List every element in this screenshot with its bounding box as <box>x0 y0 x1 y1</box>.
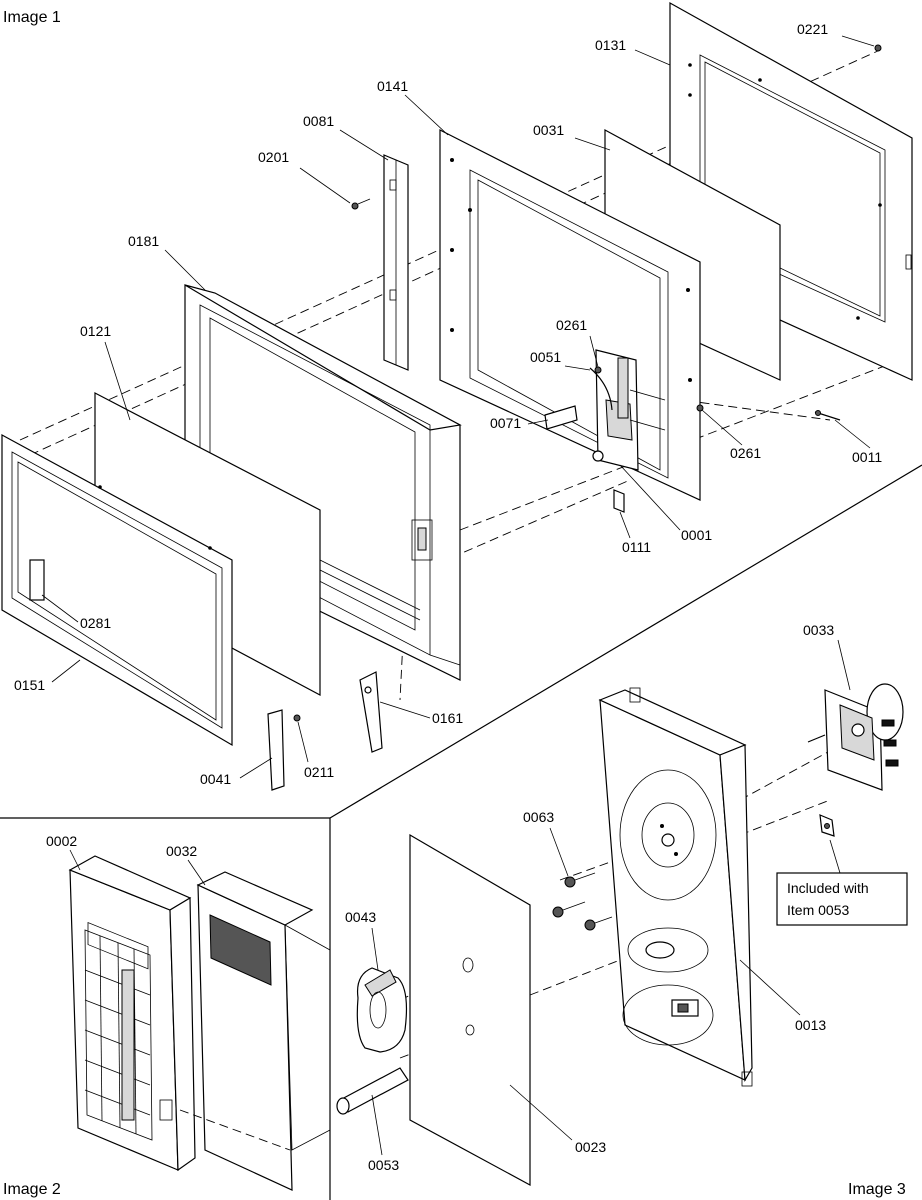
part-0261-screw-upper <box>594 366 602 374</box>
label-0023: 0023 <box>575 1139 606 1155</box>
part-0081-hinge-strip <box>383 154 409 371</box>
part-0071-bracket <box>544 405 578 430</box>
part-0201-screw <box>351 198 371 210</box>
note-box: Included with Item 0053 <box>776 839 908 926</box>
label-0081: 0081 <box>303 113 334 129</box>
label-0051: 0051 <box>530 349 561 365</box>
part-0261-screw-lower <box>696 404 704 412</box>
divider-image3-diagonal <box>329 464 922 819</box>
label-0141: 0141 <box>377 78 408 94</box>
image2-title: Image 2 <box>3 1181 61 1198</box>
part-0043-knob <box>356 967 408 1053</box>
part-0002-control-panel <box>68 855 196 1172</box>
label-0111: 0111 <box>622 539 651 555</box>
keypad-grid <box>84 929 153 1141</box>
part-nut-included <box>819 814 835 837</box>
note-line1: Included with <box>787 880 869 896</box>
image3-title: Image 3 <box>848 1181 906 1198</box>
part-0063-screws <box>552 872 613 931</box>
label-0002: 0002 <box>46 833 77 849</box>
label-0221: 0221 <box>797 21 828 37</box>
part-0053-shaft <box>336 1067 409 1115</box>
label-0063: 0063 <box>523 809 554 825</box>
part-0151-front-frame <box>1 433 233 747</box>
label-0151: 0151 <box>14 677 45 693</box>
label-0211: 0211 <box>304 764 334 780</box>
part-0032-control-board <box>179 871 331 1191</box>
label-0032: 0032 <box>166 843 197 859</box>
image3-labels: 0033 0063 0043 0013 0053 0023 <box>345 622 851 1173</box>
note-line2: Item 0053 <box>787 902 849 918</box>
label-0121: 0121 <box>80 323 111 339</box>
label-0161: 0161 <box>432 710 463 726</box>
part-0011-pin <box>814 410 841 421</box>
part-0111-clip <box>613 489 625 513</box>
part-0023-cover-plate <box>409 833 531 1187</box>
image1-title: Image 1 <box>3 9 61 26</box>
label-0053: 0053 <box>368 1157 399 1173</box>
label-0011: 0011 <box>852 449 882 465</box>
label-0001: 0001 <box>681 527 712 543</box>
label-0181: 0181 <box>128 233 159 249</box>
label-0261-lower: 0261 <box>730 445 761 461</box>
label-0261-upper: 0261 <box>556 317 587 333</box>
label-0041: 0041 <box>200 771 231 787</box>
image1-labels: 0221 0131 0141 0081 0031 0201 0181 0121 … <box>14 21 882 787</box>
part-0041-plate <box>267 709 285 791</box>
part-0211-screw <box>293 714 301 722</box>
label-0131: 0131 <box>595 37 626 53</box>
label-0201: 0201 <box>258 149 289 165</box>
part-0161-latch-handle <box>359 671 383 753</box>
label-0281: 0281 <box>80 615 111 631</box>
part-0013-switch-bracket <box>598 687 753 1087</box>
part-0033-timer-motor <box>807 683 904 791</box>
part-0001-latch-assembly <box>592 349 666 471</box>
label-0043: 0043 <box>345 909 376 925</box>
label-0013: 0013 <box>795 1017 826 1033</box>
label-0033: 0033 <box>803 622 834 638</box>
label-0071: 0071 <box>490 415 521 431</box>
label-0031: 0031 <box>533 122 564 138</box>
part-0221-screw <box>874 44 882 52</box>
part-0051-lever <box>589 367 613 411</box>
image2-labels: 0002 0032 <box>46 833 206 886</box>
